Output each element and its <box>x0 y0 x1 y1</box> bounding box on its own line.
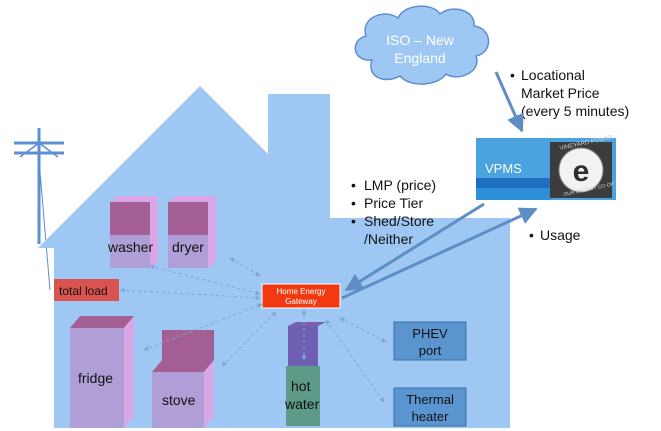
vpms-label: VPMS <box>485 161 522 176</box>
phev-label-line1: PHEV <box>412 326 448 341</box>
vpms-logo-letter: e <box>573 155 590 188</box>
vineyard-power-logo: e VINEYARD POWER OUR ENERGY CO-OP <box>550 135 615 198</box>
signal-bullet-1: • <box>351 177 356 193</box>
lmp-note-line3: (every 5 minutes) <box>521 103 629 119</box>
gateway-to-vpms-arrow <box>341 207 538 300</box>
total-load-label: total load <box>59 284 108 298</box>
dryer-appliance <box>168 196 216 268</box>
signal-item-price-tier: Price Tier <box>364 195 423 211</box>
hot-water-heater <box>286 322 326 426</box>
fridge-label: fridge <box>78 370 113 386</box>
lmp-bullet: • <box>510 67 515 83</box>
dryer-gateway-link <box>149 264 261 296</box>
phev-label-line2: port <box>419 343 442 358</box>
iso-cloud <box>354 5 490 85</box>
iso-to-vpms-arrow <box>494 71 524 133</box>
thermal-label-line1: Thermal <box>406 392 454 407</box>
iso-title-line1: ISO – New <box>386 32 455 48</box>
usage-label: Usage <box>540 227 581 243</box>
thermal-heater-box <box>393 387 467 427</box>
thermal-label-line2: heater <box>412 409 450 424</box>
lmp-note-line1: Locational <box>521 67 585 83</box>
signal-item-neither: /Neither <box>364 231 413 247</box>
gateway-label-line2: Gateway <box>285 297 317 306</box>
utility-pole-icon <box>14 128 64 291</box>
stove-label: stove <box>162 392 196 408</box>
washer-appliance <box>110 196 158 268</box>
washer-label: washer <box>107 239 153 255</box>
signal-bullet-2: • <box>351 195 356 211</box>
signal-item-lmp: LMP (price) <box>364 177 436 193</box>
signal-bullet-3: • <box>351 213 356 229</box>
stove-gateway-link <box>221 311 277 367</box>
iso-title-line2: England <box>394 50 445 66</box>
total-load-gateway-link <box>119 287 261 301</box>
gateway-connectors <box>119 257 387 403</box>
gateway-label-line1: Home Energy <box>277 287 326 296</box>
hot-water-label-line1: hot <box>291 378 311 394</box>
fridge-appliance <box>70 316 134 428</box>
vpms-to-gateway-arrow <box>344 202 485 292</box>
usage-bullet: • <box>529 227 534 243</box>
gateway-box <box>261 283 341 309</box>
dryer-label: dryer <box>172 239 204 255</box>
signal-item-shed-store: Shed/Store <box>364 213 434 229</box>
total-load-box <box>54 279 119 301</box>
hot-water-label-line2: water <box>284 396 320 412</box>
phev-port-box <box>393 321 467 361</box>
thermal-gateway-link <box>325 319 385 403</box>
lmp-note-line2: Market Price <box>521 85 600 101</box>
